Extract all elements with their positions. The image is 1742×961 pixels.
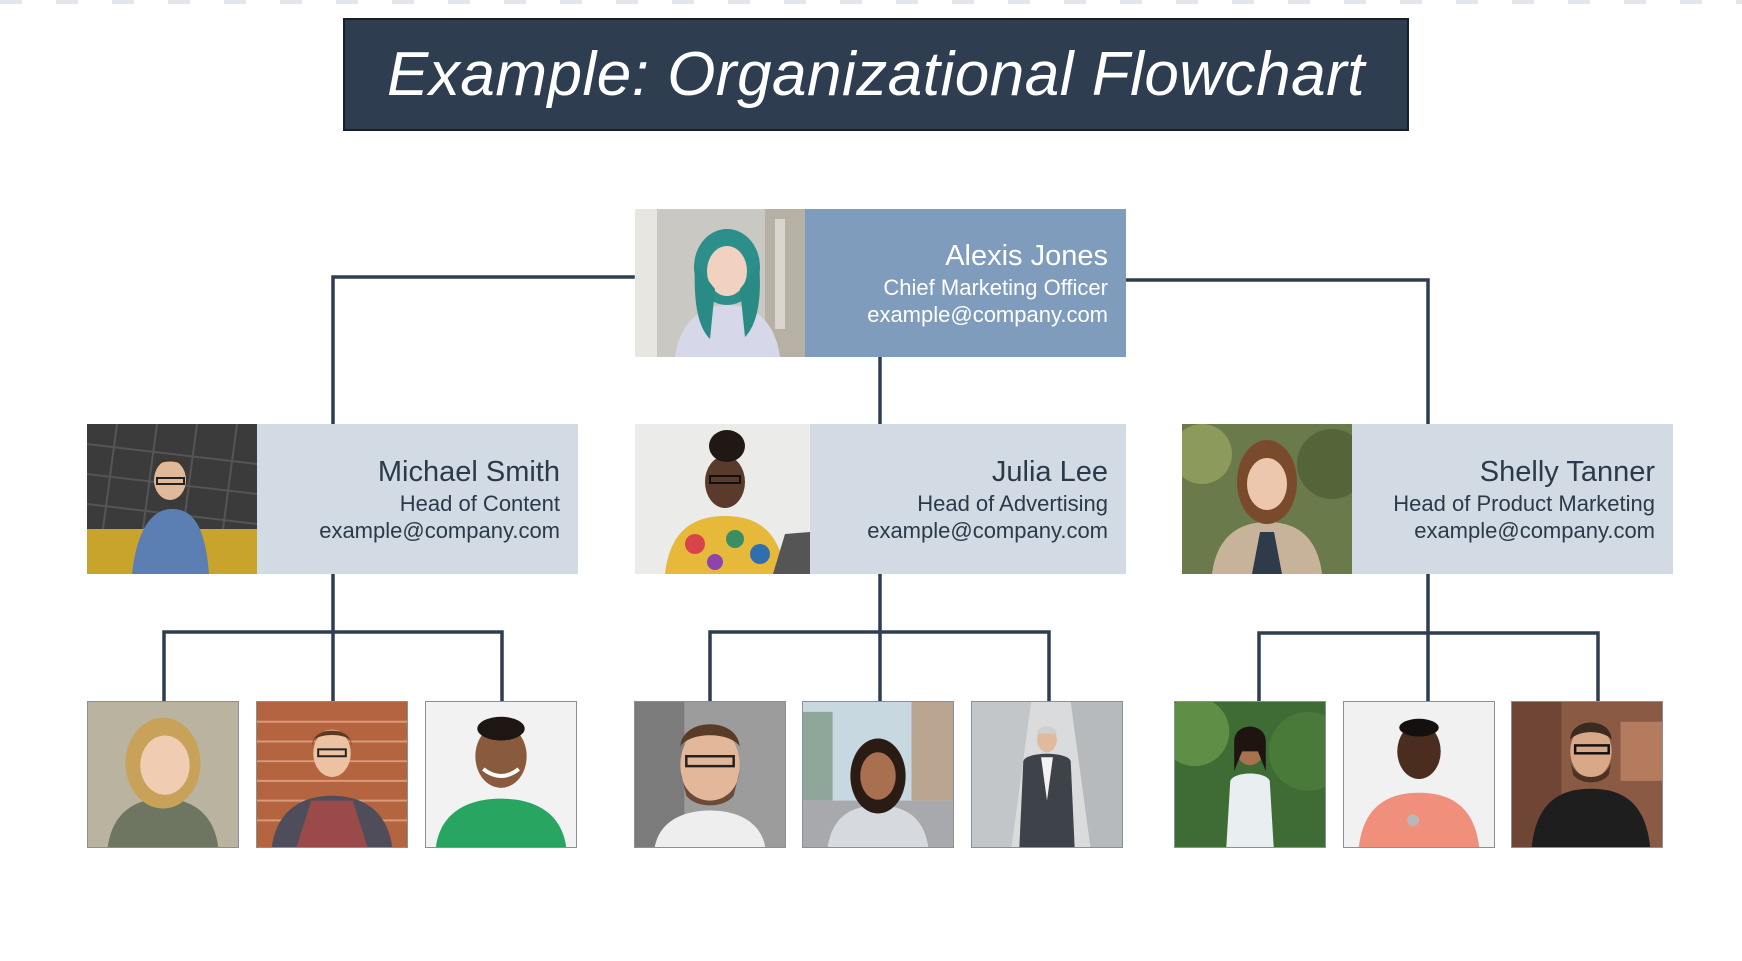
chart-title: Example: Organizational Flowchart [387, 40, 1365, 109]
head-info-shelly-tanner: Shelly Tanner Head of Product Marketing … [1352, 424, 1673, 574]
ceo-email[interactable]: example@company.com [867, 302, 1108, 327]
head-card-michael-smith[interactable]: Michael Smith Head of Content example@co… [87, 424, 578, 574]
head-info-julia-lee: Julia Lee Head of Advertising example@co… [810, 424, 1126, 574]
title-banner: Example: Organizational Flowchart [343, 18, 1409, 131]
ceo-name: Alexis Jones [945, 240, 1108, 272]
team-member-man-pink-shirt-photo[interactable] [1343, 701, 1495, 848]
team-member-man-science-tshirt-photo[interactable] [425, 701, 577, 848]
head-role: Head of Content [399, 491, 560, 516]
head-role: Head of Product Marketing [1393, 491, 1655, 516]
connector-head3-team [1257, 572, 1600, 702]
team-member-bearded-man-glasses-photo[interactable] [634, 701, 786, 848]
connector-head2-team [708, 572, 1051, 702]
head-email[interactable]: example@company.com [867, 518, 1108, 543]
team-member-man-brick-wall-photo[interactable] [256, 701, 408, 848]
ceo-role: Chief Marketing Officer [883, 275, 1108, 300]
team-member-woman-city-street-photo[interactable] [802, 701, 954, 848]
head-photo-shelly-tanner [1182, 424, 1352, 574]
head-card-shelly-tanner[interactable]: Shelly Tanner Head of Product Marketing … [1182, 424, 1673, 574]
head-role: Head of Advertising [917, 491, 1108, 516]
head-photo-michael-smith [87, 424, 257, 574]
team-member-man-turtleneck-photo[interactable] [1511, 701, 1663, 848]
team-member-blonde-woman-photo[interactable] [87, 701, 239, 848]
head-card-julia-lee[interactable]: Julia Lee Head of Advertising example@co… [635, 424, 1126, 574]
connector-ceo-right [1124, 278, 1430, 426]
ceo-card[interactable]: Alexis Jones Chief Marketing Officer exa… [635, 209, 1126, 357]
team-member-man-grey-suit-photo[interactable] [971, 701, 1123, 848]
top-dashed-border [0, 0, 1742, 4]
connector-head1-team [162, 572, 504, 702]
head-name: Shelly Tanner [1479, 456, 1655, 488]
ceo-photo [635, 209, 805, 357]
head-name: Julia Lee [991, 456, 1108, 488]
head-info-michael-smith: Michael Smith Head of Content example@co… [257, 424, 578, 574]
head-photo-julia-lee [635, 424, 810, 574]
connector-ceo-left [331, 275, 635, 426]
head-email[interactable]: example@company.com [1414, 518, 1655, 543]
ceo-info: Alexis Jones Chief Marketing Officer exa… [805, 209, 1126, 357]
head-email[interactable]: example@company.com [319, 518, 560, 543]
team-member-woman-garden-photo[interactable] [1174, 701, 1326, 848]
head-name: Michael Smith [377, 456, 560, 488]
